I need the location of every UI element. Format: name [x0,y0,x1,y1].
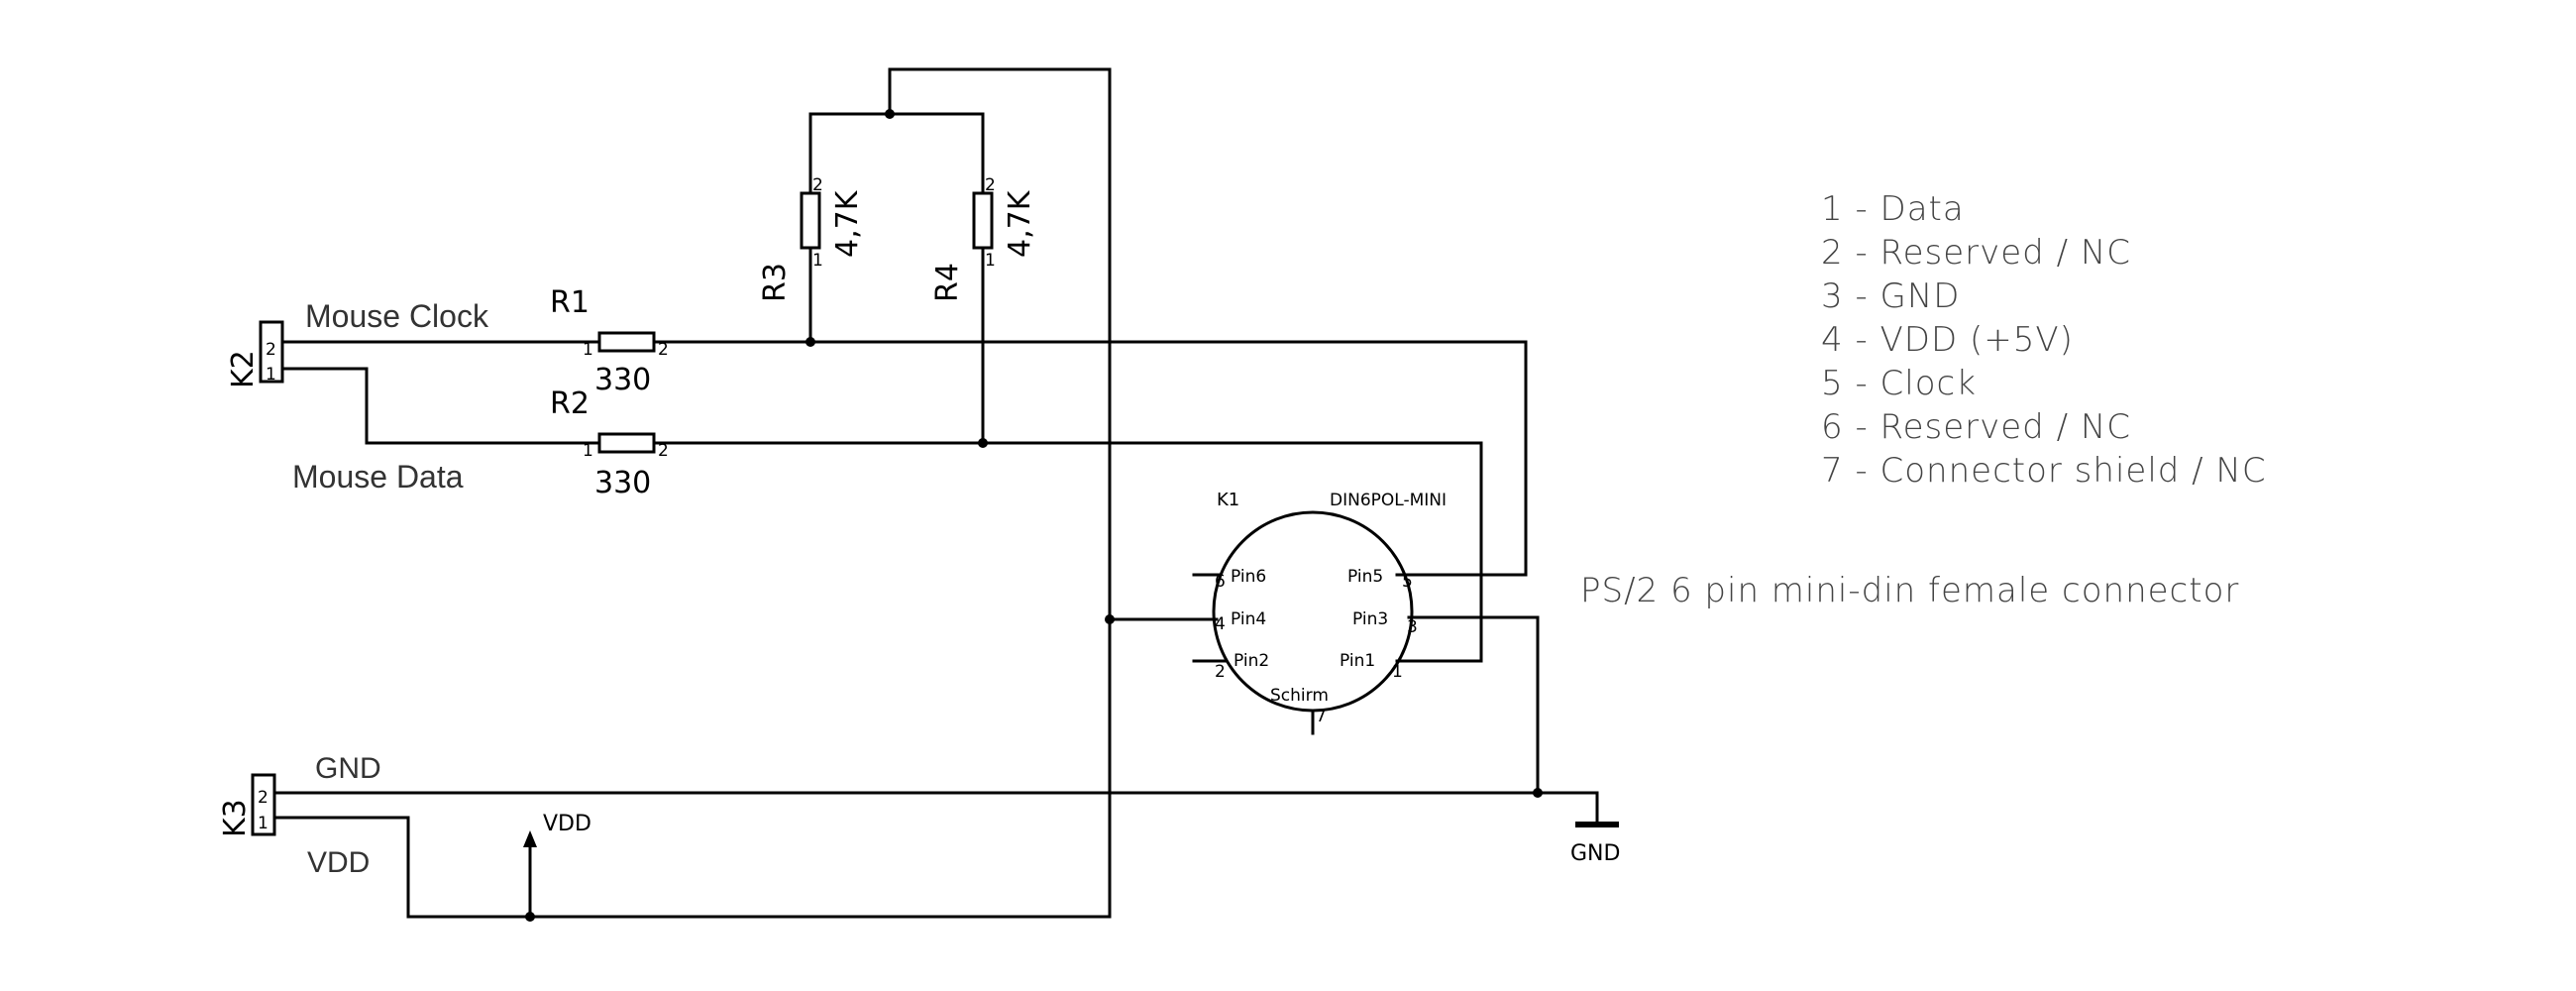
wire-vdd-bottom [266,67,1112,919]
vdd-symbol-label: VDD [543,812,591,836]
connector-caption: PS/2 6 pin mini-din female connector [1580,571,2239,610]
din-part: DIN6POL-MINI [1330,491,1447,510]
din-shield-number: 7 [1316,707,1327,726]
legend-item-2: 2 - Reserved / NC [1821,233,2131,273]
r3-value: 4,7K [830,189,865,258]
wire-data-in [280,367,591,445]
pin-legend: 1 - Data 2 - Reserved / NC 3 - GND 4 - V… [1821,189,2267,491]
junction-gnd [1533,788,1543,798]
din-body [1212,510,1414,713]
vdd-arrow-icon [523,830,537,847]
r2-body [597,432,656,454]
k3-pin2-number: 2 [258,788,268,808]
r1-value: 330 [594,363,651,397]
r4-pin2: 2 [985,175,996,195]
r1-ref: R1 [550,285,590,320]
r1-pin2: 2 [658,340,669,360]
k2-body [259,320,284,384]
din-pin1-label: Pin1 [1340,651,1375,671]
din-pin2-number: 2 [1215,662,1226,682]
r3-ref: R3 [758,263,793,302]
junction-r3-clock [805,337,815,347]
vdd-symbol: VDD [523,812,591,847]
r2-pin2: 2 [658,441,669,461]
junction-r4-data [978,438,988,448]
legend-item-7: 7 - Connector shield / NC [1821,451,2267,491]
din-pin5-number: 5 [1402,572,1413,592]
wires [266,67,1599,919]
resistor-r3: R3 4,7K 2 1 [758,157,865,302]
r3-body [800,191,821,250]
k3-vdd-label: VDD [307,846,370,879]
r4-body [972,191,994,250]
din-pin4-label: Pin4 [1231,609,1266,629]
legend-item-1: 1 - Data [1821,189,1965,229]
legend-item-6: 6 - Reserved / NC [1821,407,2131,447]
junction-pullup-top [885,109,895,119]
r1-pin1: 1 [583,340,593,360]
din-pin4-number: 4 [1215,614,1226,634]
k2-clock-label: Mouse Clock [305,298,489,334]
wire-gnd-symbol-stem [1536,791,1599,825]
k2-pin1-number: 1 [266,365,276,385]
r3-pin1: 1 [812,251,823,271]
din-pin3-label: Pin3 [1352,609,1388,629]
resistor-r4: R4 4,7K 2 1 [930,157,1037,302]
r3-pin2: 2 [812,175,823,195]
r2-pin1: 1 [583,441,593,461]
r1-body [597,331,656,353]
din-pin5-label: Pin5 [1347,567,1383,587]
k3-gnd-label: GND [315,752,381,785]
wire-din-pin3-gnd [1425,615,1540,795]
din-pin6-label: Pin6 [1231,567,1266,587]
din-pin6-number: 6 [1215,572,1226,592]
gnd-symbol: GND [1570,822,1620,866]
din-pin2-label: Pin2 [1234,651,1269,671]
legend-item-3: 3 - GND [1821,276,1960,316]
r4-pin1: 1 [985,251,996,271]
connector-k2: 2 1 K2 Mouse Clock Mouse Data [226,298,489,495]
din-shield-label: Schirm [1270,686,1329,706]
din-connector-k1: K1 DIN6POL-MINI Pin6 6 Pin4 4 Pin2 2 Pin… [1192,490,1447,726]
wire-pullup-rail [808,112,985,161]
legend-item-4: 4 - VDD (+5V) [1821,320,2074,360]
r4-value: 4,7K [1003,189,1037,258]
din-ref: K1 [1217,490,1239,510]
din-pin3-number: 3 [1407,617,1418,637]
r4-ref: R4 [930,263,965,302]
din-pin1-number: 1 [1392,662,1403,682]
k3-pin1-number: 1 [258,814,268,833]
k3-ref: K3 [218,799,253,837]
resistor-r1: R1 330 1 2 [550,285,669,397]
k2-pin2-number: 2 [266,340,276,360]
junctions [525,109,1543,922]
connector-k3: 2 1 K3 GND VDD [218,752,381,879]
wire-clock-out [662,340,1528,577]
gnd-symbol-label: GND [1570,841,1620,866]
legend-item-5: 5 - Clock [1821,364,1977,403]
k2-data-label: Mouse Data [292,459,464,495]
r2-value: 330 [594,466,651,500]
junction-vdd-pin4 [1105,614,1115,624]
k2-ref: K2 [226,350,261,388]
wire-data-out [662,441,1483,663]
k3-body [251,773,276,836]
r2-ref: R2 [550,386,590,421]
junction-vdd-arrow [525,912,535,922]
resistor-r2: R2 330 1 2 [550,386,669,500]
